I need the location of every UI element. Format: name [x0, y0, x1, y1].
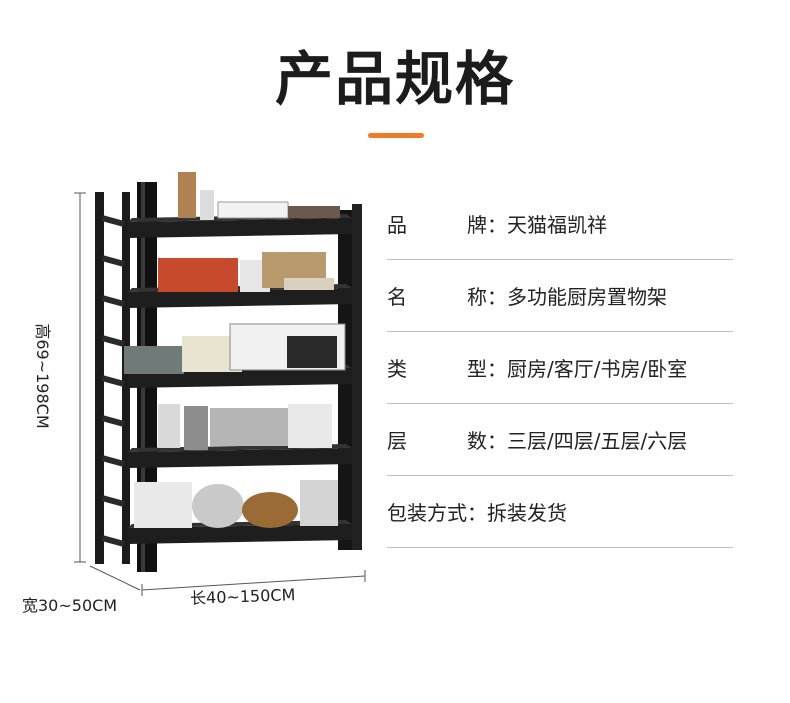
- spec-table: 品 牌： 天猫福凯祥 名 称： 多功能厨房置物架 类 型： 厨房/客厅/书房/卧…: [387, 188, 733, 548]
- spec-row-name: 名 称： 多功能厨房置物架: [387, 260, 733, 332]
- depth-dimension-label: 宽30~50CM: [22, 596, 118, 615]
- spec-label: 包装方式：: [387, 501, 487, 525]
- spec-label: 名 称：: [387, 285, 507, 309]
- spec-value-tiers: 三层/四层/五层/六层: [507, 429, 688, 453]
- title-accent-bar: [368, 133, 424, 138]
- spec-label: 类 型：: [387, 357, 507, 381]
- spec-value-type: 厨房/客厅/书房/卧室: [507, 357, 688, 381]
- spec-label: 品 牌：: [387, 213, 507, 237]
- spec-row-tiers: 层 数： 三层/四层/五层/六层: [387, 404, 733, 476]
- height-dimension-label: 高69~198CM: [33, 323, 52, 429]
- page-title: 产品规格: [274, 45, 515, 113]
- spec-label: 层 数：: [387, 429, 507, 453]
- spec-value-packaging: 拆装发货: [487, 501, 567, 525]
- spec-row-packaging: 包装方式： 拆装发货: [387, 476, 733, 548]
- spec-value-brand: 天猫福凯祥: [507, 213, 607, 237]
- spec-row-brand: 品 牌： 天猫福凯祥: [387, 188, 733, 260]
- shelf-rack-image: [74, 172, 366, 596]
- spec-value-name: 多功能厨房置物架: [507, 285, 667, 309]
- spec-row-type: 类 型： 厨房/客厅/书房/卧室: [387, 332, 733, 404]
- length-dimension-label: 长40~150CM: [189, 585, 296, 608]
